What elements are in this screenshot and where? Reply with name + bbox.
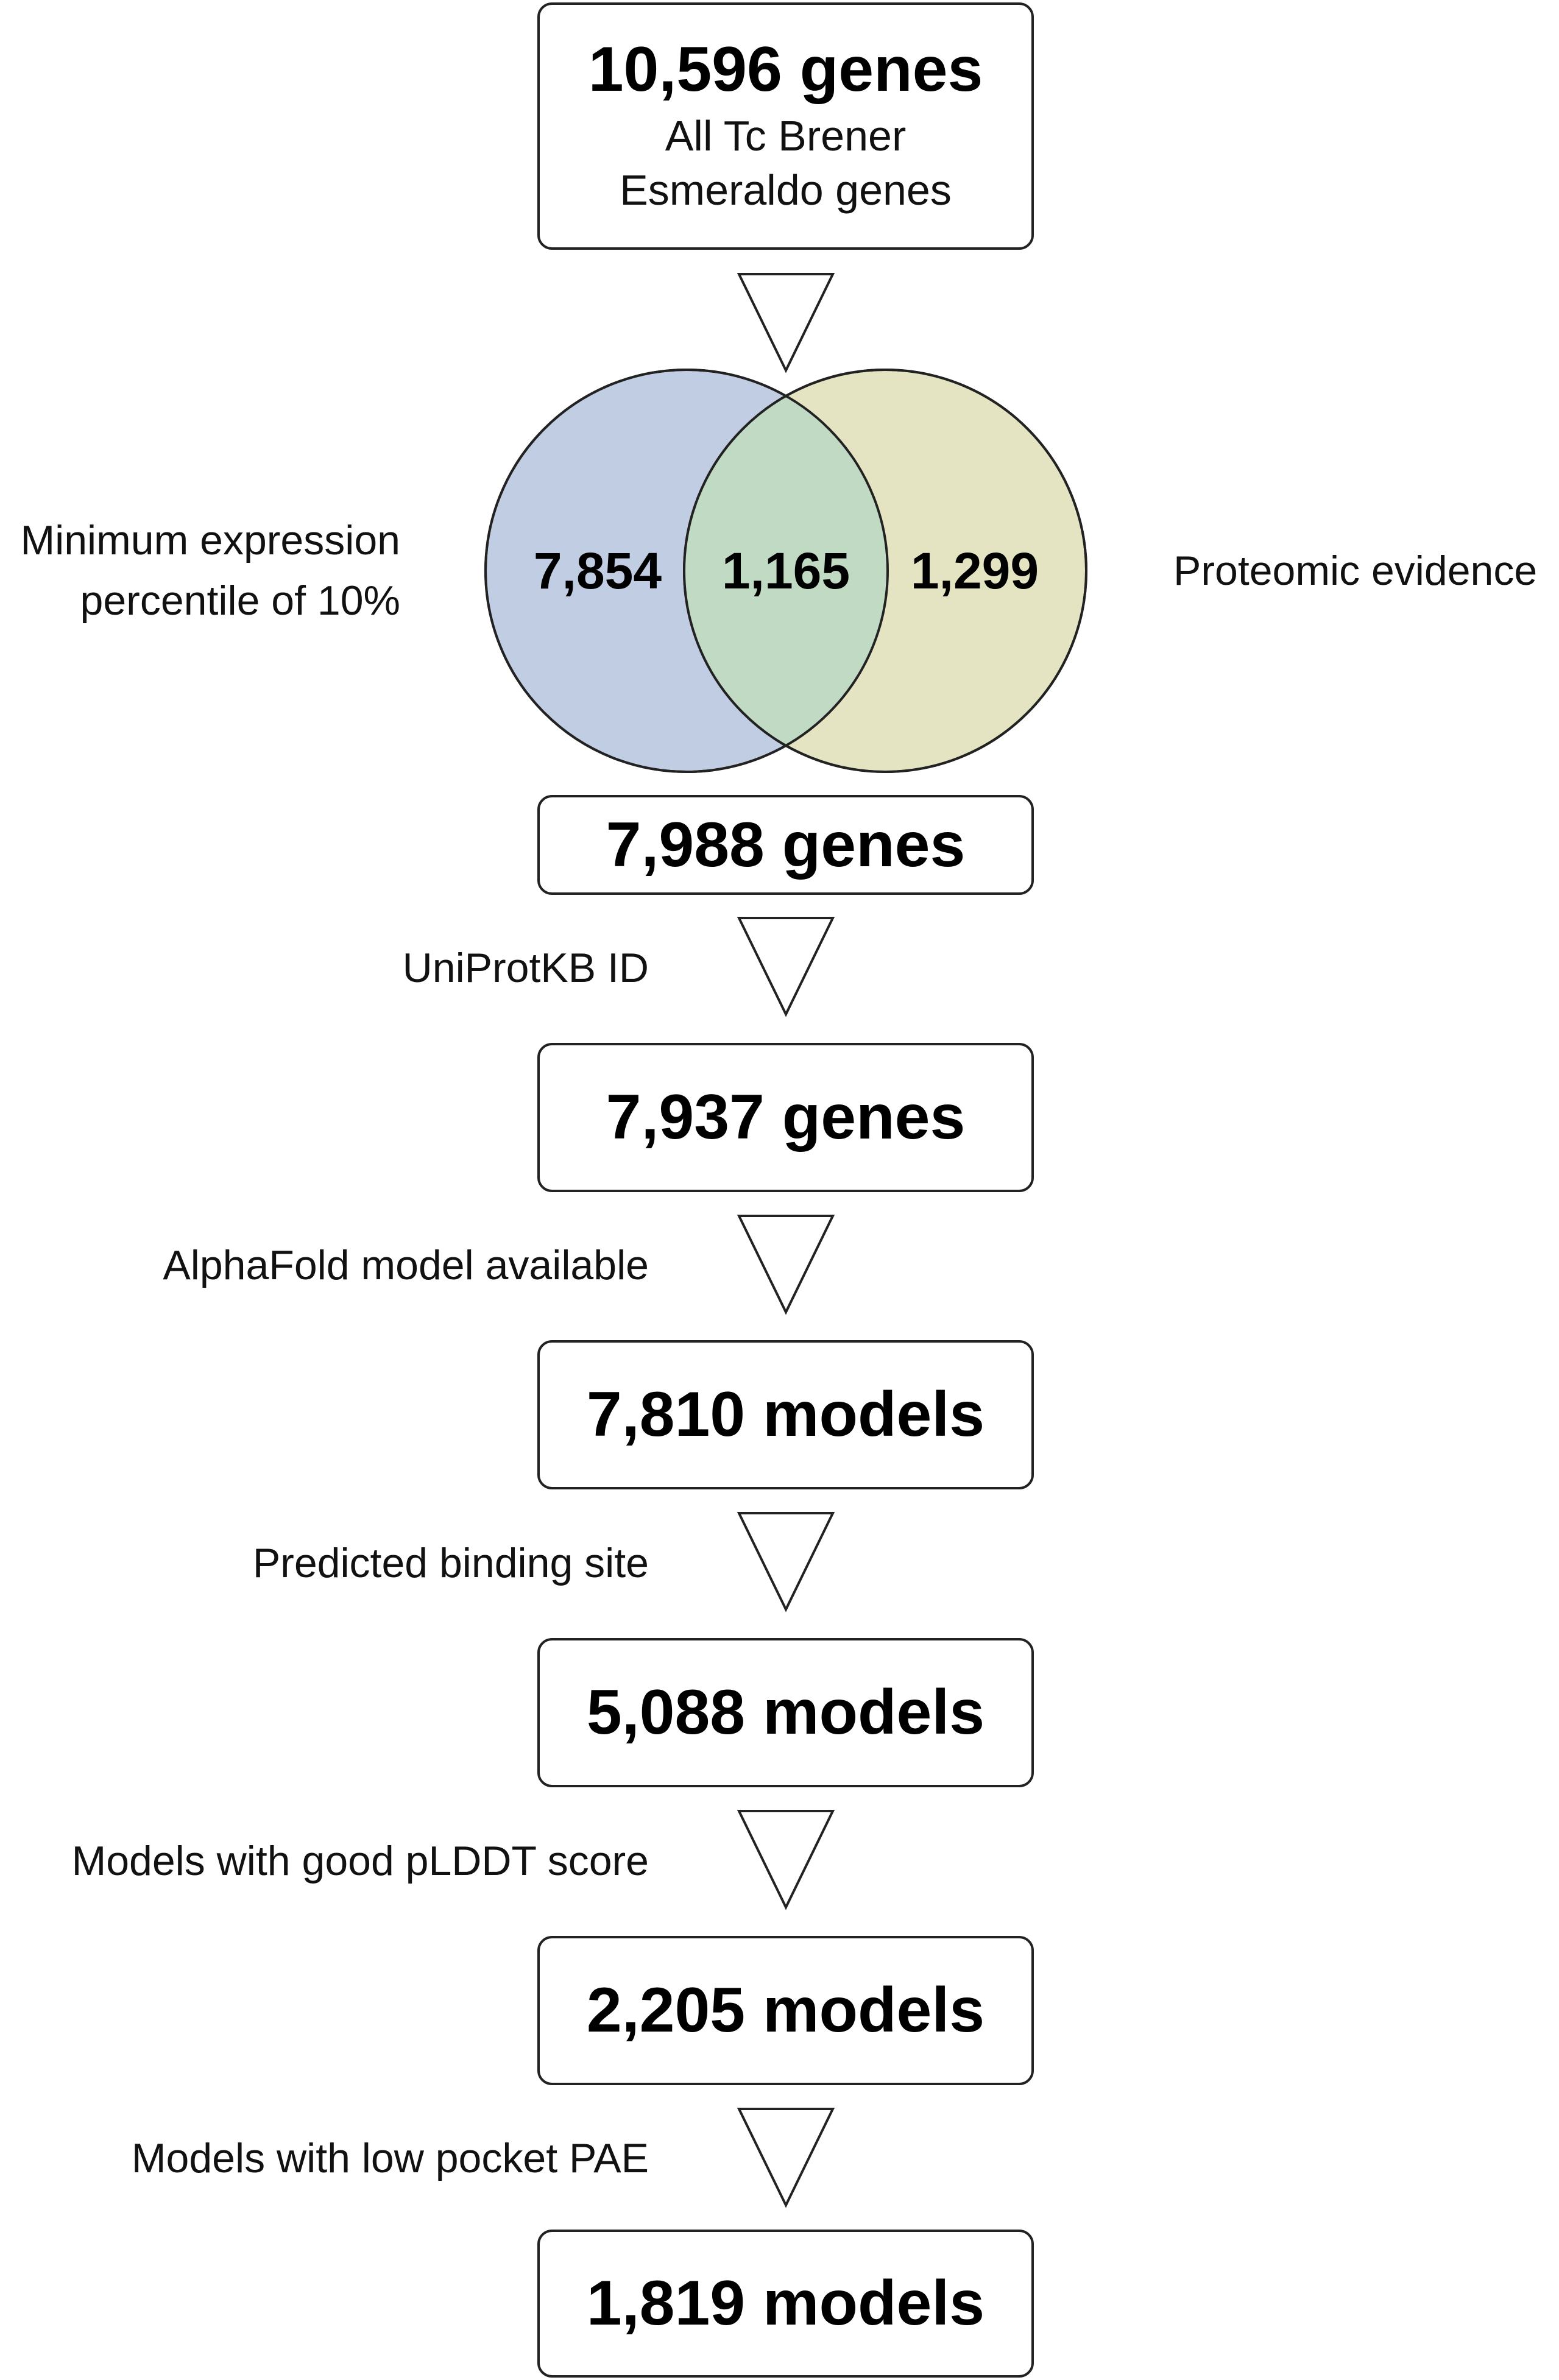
all-genes-box: 10,596 genes All Tc Brener Esmeraldo gen…: [537, 2, 1034, 250]
filter-label-uniprot: UniProtKB ID: [402, 945, 649, 991]
venn-left-outline: [484, 369, 889, 773]
step-box-3: 7,810 models: [537, 1340, 1034, 1489]
all-genes-count: 10,596 genes: [588, 34, 983, 105]
venn-diagram: 7,854 1,165 1,299: [484, 369, 1087, 773]
filter-label-pae: Models with low pocket PAE: [131, 2135, 649, 2181]
step-box-4: 5,088 models: [537, 1638, 1034, 1787]
filter-label-alphafold: AlphaFold model available: [163, 1242, 649, 1288]
arrows-group: [737, 273, 835, 2208]
venn-left-label-line1: Minimum expression: [20, 517, 400, 563]
filter-label-plddt: Models with good pLDDT score: [71, 1838, 649, 1884]
filter-label-binding-site: Predicted binding site: [252, 1540, 649, 1586]
step-box-1: 7,988 genes: [537, 795, 1034, 895]
step-count-5: 2,205 models: [586, 1975, 985, 2046]
step-count-4: 5,088 models: [586, 1677, 985, 1748]
down-arrow-icon-5: [737, 1810, 835, 1910]
venn-right-label: Proteomic evidence: [1173, 548, 1538, 594]
venn-right-outline: [683, 369, 1087, 773]
down-arrow-icon-2: [737, 917, 835, 1017]
venn-overlap-region: [684, 370, 888, 772]
all-genes-description-line2: Esmeraldo genes: [620, 166, 952, 214]
down-arrow-icon-3: [737, 1215, 835, 1315]
step-count-6: 1,819 models: [586, 2268, 985, 2339]
venn-left-label-line2: percentile of 10%: [80, 577, 400, 624]
step-count-2: 7,937 genes: [606, 1082, 966, 1153]
down-arrow-icon-6: [737, 2108, 835, 2208]
down-arrow-icon-4: [737, 1512, 835, 1612]
step-count-3: 7,810 models: [586, 1379, 985, 1450]
step-count-1: 7,988 genes: [606, 809, 966, 880]
step-box-2: 7,937 genes: [537, 1043, 1034, 1192]
down-arrow-icon-1: [737, 273, 835, 373]
step-box-6: 1,819 models: [537, 2230, 1034, 2378]
venn-left-only-count: 7,854: [534, 542, 662, 599]
venn-left-label: Minimum expression percentile of 10%: [20, 510, 400, 630]
step-box-5: 2,205 models: [537, 1936, 1034, 2085]
all-genes-description-line1: All Tc Brener: [665, 112, 907, 160]
venn-right-only-count: 1,299: [911, 542, 1039, 599]
venn-intersection-count: 1,165: [722, 542, 850, 599]
